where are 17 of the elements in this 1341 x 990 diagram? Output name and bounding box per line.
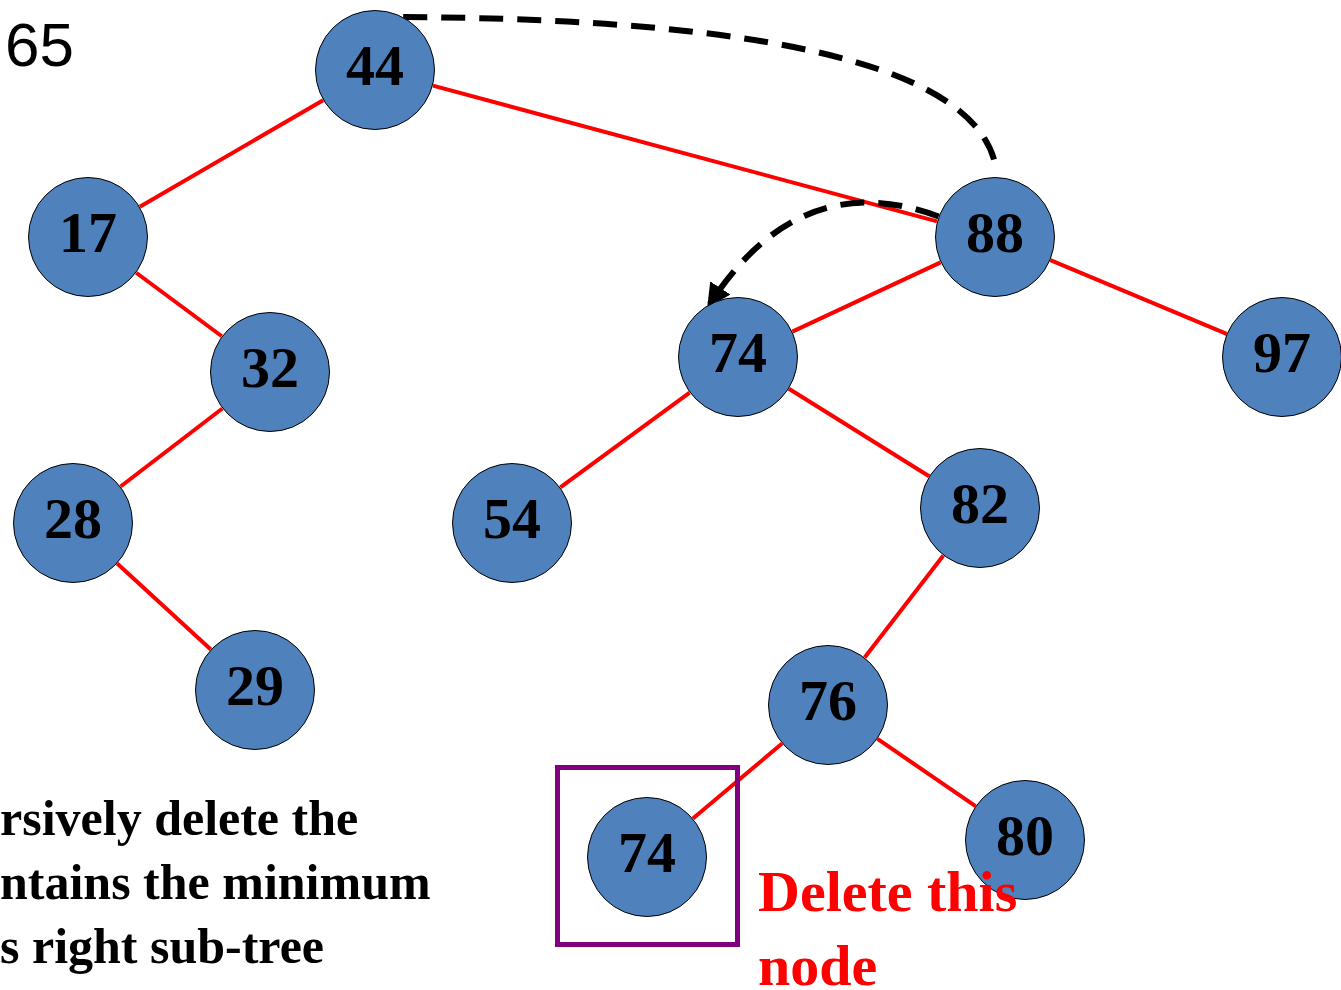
tree-edge	[119, 406, 224, 489]
dashed-arrow	[707, 199, 940, 308]
tree-edge	[1049, 258, 1228, 336]
tree-edge	[115, 562, 213, 651]
tree-edge	[876, 737, 977, 808]
annotation-text: Delete this node	[758, 858, 1019, 990]
tree-edge	[432, 83, 938, 224]
highlight-box	[555, 765, 740, 947]
tree-edge	[135, 271, 223, 338]
tree-edge	[691, 742, 784, 820]
instruction-text: rsively delete the ntains the minimum s right sub-tree	[0, 789, 432, 976]
tree-edge	[787, 387, 931, 478]
tree-edge	[559, 390, 691, 490]
tree-edge	[863, 554, 945, 659]
node-value-label: 65	[5, 14, 74, 76]
tree-edge	[138, 98, 325, 209]
tree-edge	[791, 260, 942, 334]
